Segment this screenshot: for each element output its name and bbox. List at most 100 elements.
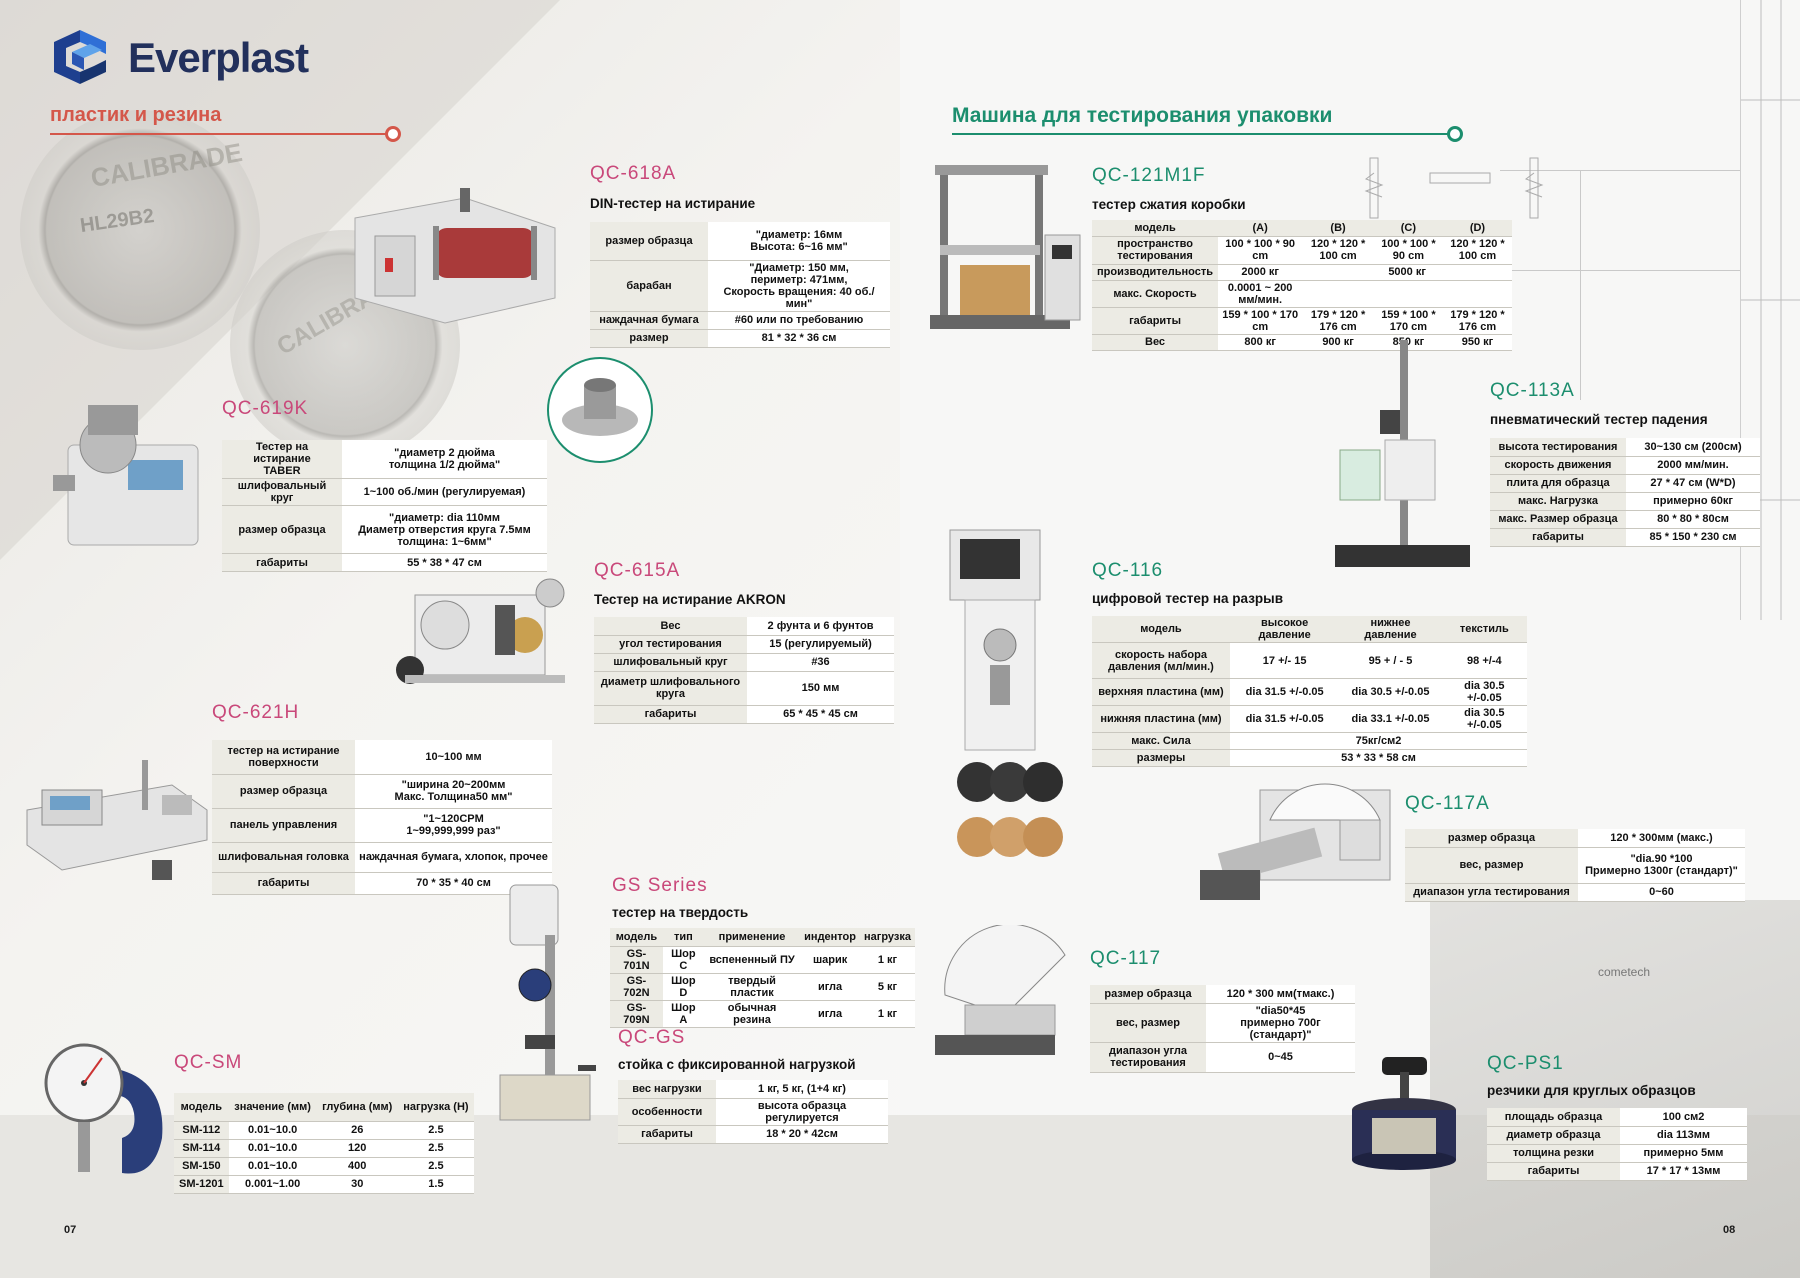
spec-key: высота тестирования [1490,438,1626,456]
table-header: модель [1092,616,1230,643]
spec-key: скорость движения [1490,456,1626,474]
spec-value: 81 * 32 * 36 см [708,329,890,347]
spec-value: примерно 5мм [1620,1144,1747,1162]
table-cell: 100 * 100 * 90 cm [1218,236,1303,264]
model-qc-gs: QC-GS [618,1027,686,1048]
section-title-packaging: Машина для тестирования упаковки [952,104,1333,127]
taber-abrasion-tester-image [48,385,218,555]
table-header: модель [174,1093,229,1121]
spec-key: барабан [590,260,708,311]
spec-value: 0~45 [1206,1042,1355,1072]
spec-value: 120 * 300 мм(тмакс.) [1206,985,1355,1003]
table-cell: 0.01~10.0 [228,1139,317,1157]
spec-key: угол тестирования [594,635,747,653]
table-cell: производительность [1092,264,1219,280]
section-underline [952,133,1449,135]
model-qc621h: QC-621H [212,702,300,723]
model-gs-series: GS Series [612,875,708,896]
page-number-left: 07 [64,1224,77,1236]
table-cell: скорость набора давления (мл/мин.) [1092,642,1230,679]
table-cell: GS-709N [610,1000,663,1027]
spec-value: #36 [747,653,894,671]
spec-key: размер образца [590,222,708,260]
table-cell: 26 [316,1121,398,1139]
spec-value: 27 * 47 см (W*D) [1626,474,1760,492]
model-qc117a: QC-117A [1405,793,1490,814]
table-cell: размеры [1092,749,1230,767]
table-header: текстиль [1441,616,1527,643]
din-abrasion-tester-image [345,188,565,328]
spec-key: шлифовальный круг [594,653,747,671]
table-cell: 1 кг [860,946,915,973]
spec-key: Тестер на истирание TABER [222,440,342,479]
model-qc615a: QC-615A [594,560,681,581]
table-cell: габариты [1092,307,1219,334]
model-qc116: QC-116 [1092,560,1164,581]
box-compression-tester-image [915,165,1085,335]
spec-key: макс. Нагрузка [1490,492,1626,510]
table-cell: SM-114 [174,1139,229,1157]
spec-key: габариты [1490,528,1626,546]
table-header: модель [610,928,663,946]
table-cell: Шор C [662,946,704,973]
model-qc-ps1: QC-PS1 [1487,1053,1564,1074]
table-cell: 75кг/см2 [1230,732,1527,750]
table-cell: 179 * 120 * 176 cm [1302,307,1374,334]
spec-value: 1~100 об./мин (регулируемая) [342,478,547,506]
title-qc-ps1: резчики для круглых образцов [1487,1083,1696,1098]
spec-value: 17 * 17 * 13мм [1620,1162,1747,1180]
section-underline [50,133,390,135]
table-cell: SM-150 [174,1157,229,1175]
table-cell: 5 кг [860,973,915,1000]
table-cell: 53 * 33 * 58 см [1230,749,1527,767]
spec-value: 65 * 45 * 45 см [747,705,894,723]
table-cell: 100 * 100 * 90 cm [1373,236,1443,264]
spec-key: площадь образца [1487,1108,1620,1126]
title-qc116: цифровой тестер на разрыв [1092,591,1284,606]
page-number-right: 08 [1723,1224,1736,1236]
table-cell: макс. Сила [1092,732,1230,750]
table-cell: 1.5 [397,1175,474,1193]
brand-name: Everplast [128,34,309,81]
table-cell: 0.01~10.0 [228,1121,317,1139]
title-qc121m1f: тестер сжатия коробки [1092,197,1246,212]
title-qc-gs: стойка с фиксированной нагрузкой [618,1057,856,1072]
table-cell: dia 33.1 +/-0.05 [1339,705,1442,733]
spec-key: панель управления [212,808,355,842]
table-cell: 159 * 100 * 170 cm [1373,307,1443,334]
spec-key: диапазон угла тестирования [1090,1042,1206,1072]
spec-value: "диаметр 2 дюйма толщина 1/2 дюйма" [342,440,547,479]
table-cell: 900 кг [1302,334,1374,350]
table-cell: 2000 кг [1218,264,1303,280]
model-qc618a: QC-618A [590,163,677,184]
title-qc113a: пневматический тестер падения [1490,412,1708,427]
spec-value: "dia.90 *100 Примерно 1300г (стандарт)" [1578,847,1745,883]
spec-value: 55 * 38 * 47 см [342,553,547,572]
spec-value: "Диаметр: 150 мм, периметр: 471мм, Скоро… [708,260,890,311]
akron-abrasion-tester-image [385,575,585,695]
spec-value: "ширина 20~200мм Макс. Толщина50 мм" [355,774,552,808]
section-title-plastic: пластик и резина [50,104,222,126]
table-header: значение (мм) [228,1093,317,1121]
spec-value: #60 или по требованию [708,311,890,329]
table-cell: dia 30.5 +/-0.05 [1339,678,1442,706]
model-qc121m1f: QC-121M1F [1092,165,1206,186]
spec-value: 0~60 [1578,883,1745,901]
table-cell: 1 кг [860,1000,915,1027]
hardness-tester-stand-image [490,875,600,1125]
thickness-gauge-image [42,1038,172,1188]
table-header: нагрузка [860,928,915,946]
spec-value: 150 мм [747,671,894,705]
table-cell: 120 * 120 * 100 cm [1302,236,1374,264]
table-cell: 17 +/- 15 [1230,642,1340,679]
spec-key: шлифовальная головка [212,842,355,872]
table-cell: 0.0001 ~ 200 мм/мин. [1218,280,1303,307]
model-qc117: QC-117 [1090,948,1162,969]
machine-photo-background [1430,900,1800,1278]
spec-value: 18 * 20 * 42см [716,1125,888,1143]
decor-line [1500,270,1740,271]
spec-key: габариты [212,872,355,894]
table-cell: GS-702N [610,973,663,1000]
